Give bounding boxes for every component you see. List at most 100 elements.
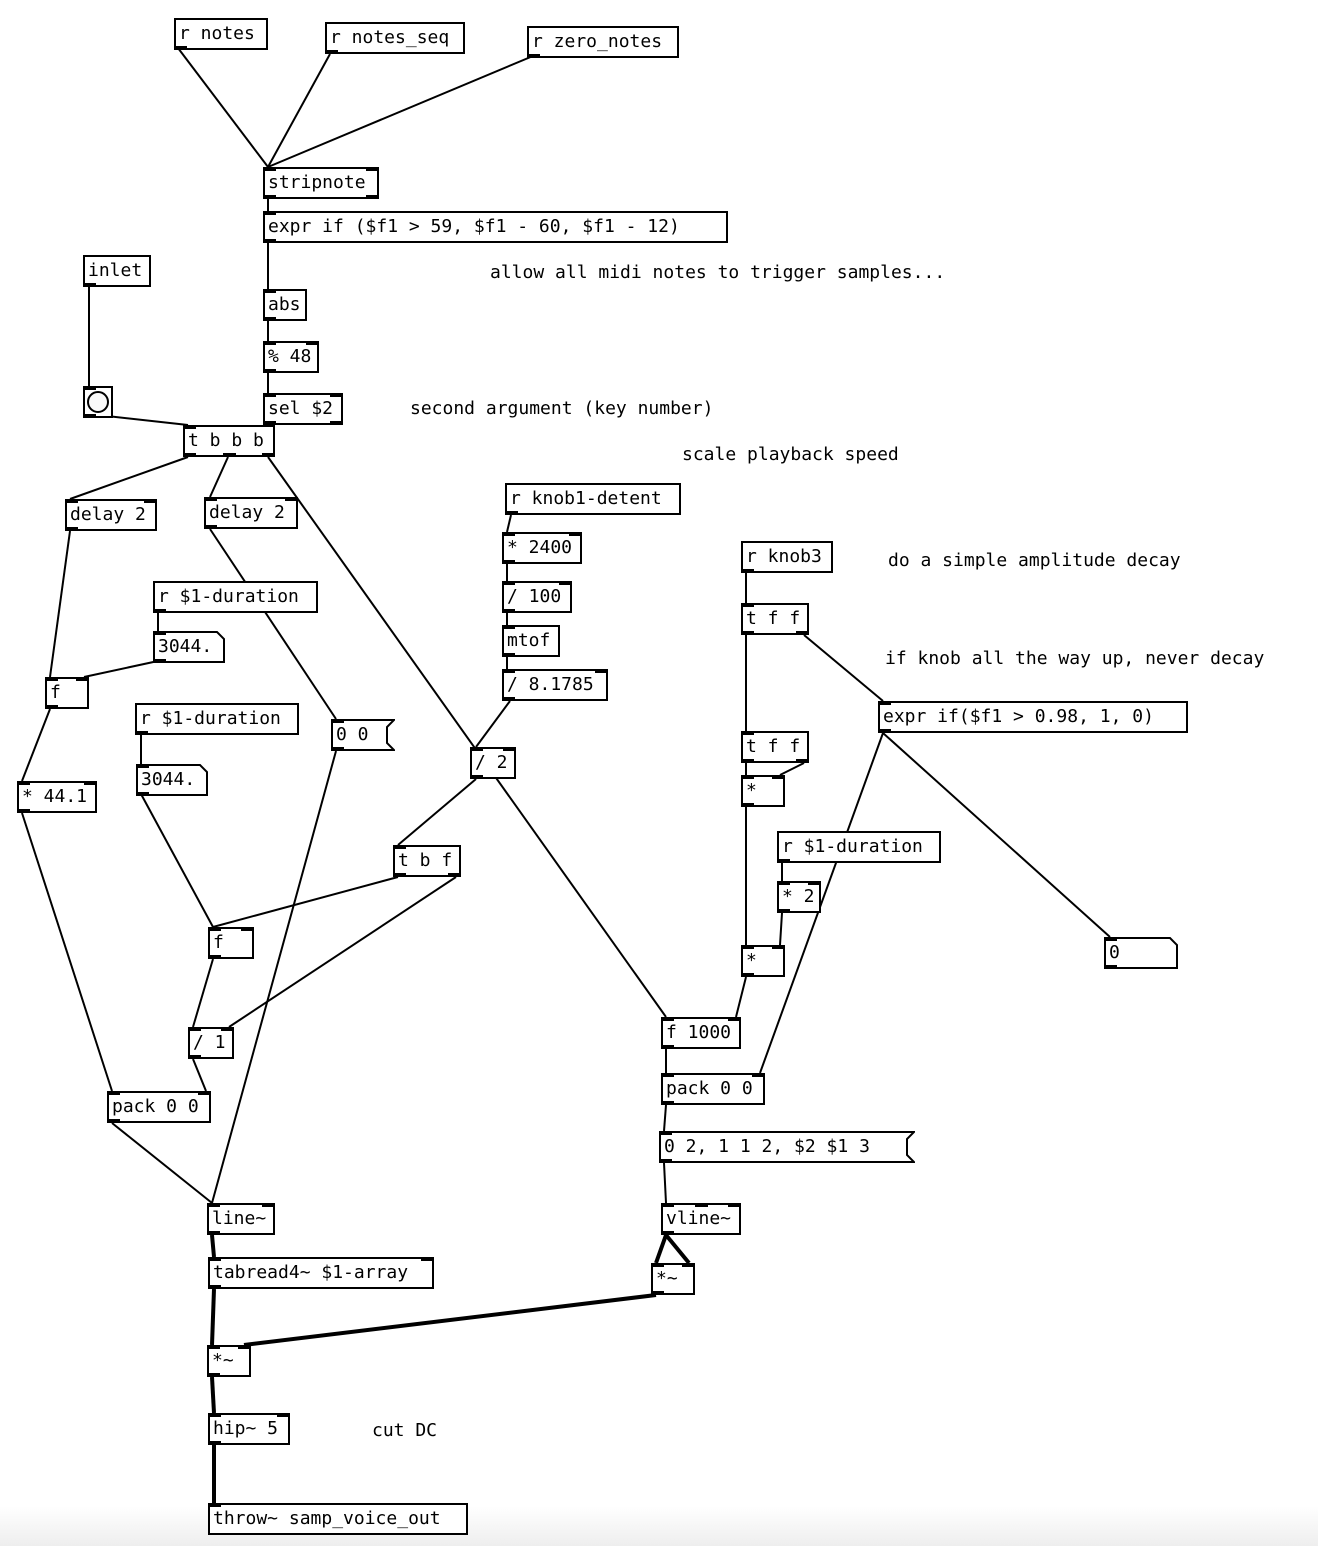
outlet-port[interactable] bbox=[207, 1231, 220, 1235]
outlet-port[interactable] bbox=[263, 369, 276, 373]
inlet-port[interactable] bbox=[569, 532, 582, 536]
mod-48-object[interactable]: % 48 bbox=[263, 341, 319, 373]
inlet-port[interactable] bbox=[421, 1257, 434, 1261]
inlet-port[interactable] bbox=[661, 1017, 674, 1021]
trigger-ff-2-object[interactable]: t f f bbox=[741, 731, 809, 763]
r-knob3-object[interactable]: r knob3 bbox=[741, 541, 833, 573]
control-cord[interactable] bbox=[759, 732, 884, 1074]
control-cord[interactable] bbox=[49, 530, 71, 678]
inlet-port[interactable] bbox=[198, 1091, 211, 1095]
signal-cord[interactable] bbox=[210, 1234, 216, 1258]
inlet-port[interactable] bbox=[752, 1073, 765, 1077]
inlet-port[interactable] bbox=[661, 1203, 674, 1207]
inlet-port[interactable] bbox=[183, 425, 196, 429]
outlet-port[interactable] bbox=[741, 973, 754, 977]
outlet-port[interactable] bbox=[204, 525, 217, 529]
outlet-port[interactable] bbox=[135, 731, 148, 735]
inlet-port[interactable] bbox=[330, 393, 343, 397]
outlet-port[interactable] bbox=[777, 859, 790, 863]
control-cord[interactable] bbox=[267, 55, 534, 168]
control-cord[interactable] bbox=[779, 762, 805, 776]
vline-object[interactable]: vline~ bbox=[661, 1203, 741, 1235]
outlet-port[interactable] bbox=[502, 653, 515, 657]
inlet-port[interactable] bbox=[331, 719, 344, 723]
r-duration-2-object[interactable]: r $1-duration bbox=[135, 703, 299, 735]
control-cord[interactable] bbox=[177, 47, 269, 168]
outlet-port[interactable] bbox=[505, 511, 518, 515]
r-duration-1-object[interactable]: r $1-duration bbox=[153, 581, 318, 613]
inlet-port[interactable] bbox=[728, 1203, 741, 1207]
outlet-port[interactable] bbox=[527, 54, 540, 58]
mul-sig-left-object[interactable]: *~ bbox=[207, 1345, 251, 1377]
mul-2-object[interactable]: * 2 bbox=[777, 881, 821, 913]
outlet-port[interactable] bbox=[777, 909, 790, 913]
inlet-port[interactable] bbox=[277, 1413, 290, 1417]
control-cord[interactable] bbox=[83, 660, 159, 678]
inlet-port[interactable] bbox=[45, 677, 58, 681]
inlet-port[interactable] bbox=[595, 669, 608, 673]
outlet-port[interactable] bbox=[208, 1441, 221, 1445]
inlet-port[interactable] bbox=[241, 927, 254, 931]
outlet-port[interactable] bbox=[207, 1373, 220, 1377]
pack-right-object[interactable]: pack 0 0 bbox=[661, 1073, 765, 1105]
outlet-port[interactable] bbox=[502, 609, 515, 613]
signal-cord[interactable] bbox=[243, 1293, 657, 1347]
inlet-port[interactable] bbox=[262, 1203, 275, 1207]
inlet-port[interactable] bbox=[502, 669, 515, 673]
control-cord[interactable] bbox=[209, 528, 337, 720]
inlet-port[interactable] bbox=[741, 775, 754, 779]
outlet-port[interactable] bbox=[263, 239, 276, 243]
outlet-port[interactable] bbox=[741, 803, 754, 807]
outlet-port[interactable] bbox=[188, 1055, 201, 1059]
control-cord[interactable] bbox=[663, 1162, 667, 1204]
control-cord[interactable] bbox=[192, 1058, 207, 1092]
inlet-object[interactable]: inlet bbox=[83, 255, 151, 287]
signal-cord[interactable] bbox=[210, 1288, 216, 1346]
control-cord[interactable] bbox=[140, 793, 214, 928]
inlet-port[interactable] bbox=[263, 393, 276, 397]
sel-object[interactable]: sel $2 bbox=[263, 393, 343, 425]
inlet-port[interactable] bbox=[470, 747, 483, 751]
inlet-port[interactable] bbox=[502, 581, 515, 585]
inlet-port[interactable] bbox=[208, 1503, 221, 1507]
outlet-port[interactable] bbox=[183, 453, 196, 457]
inlet-port[interactable] bbox=[107, 1091, 120, 1095]
control-cord[interactable] bbox=[21, 812, 113, 1092]
outlet-port[interactable] bbox=[661, 1045, 674, 1049]
inlet-port[interactable] bbox=[144, 499, 157, 503]
div-1-object[interactable]: / 1 bbox=[188, 1027, 234, 1059]
control-cord[interactable] bbox=[192, 958, 214, 1028]
outlet-port[interactable] bbox=[83, 414, 96, 418]
inlet-port[interactable] bbox=[661, 1073, 674, 1077]
inlet-port[interactable] bbox=[1104, 937, 1117, 941]
inlet-port[interactable] bbox=[188, 1027, 201, 1031]
line-object[interactable]: line~ bbox=[207, 1203, 275, 1235]
control-cord[interactable] bbox=[212, 876, 399, 928]
outlet-port[interactable] bbox=[659, 1159, 672, 1163]
inlet-port[interactable] bbox=[366, 167, 379, 171]
inlet-port[interactable] bbox=[17, 781, 30, 785]
inlet-port[interactable] bbox=[694, 1203, 708, 1207]
outlet-port[interactable] bbox=[661, 1231, 674, 1235]
outlet-port[interactable] bbox=[661, 1101, 674, 1105]
outlet-port[interactable] bbox=[331, 747, 344, 751]
inlet-port[interactable] bbox=[393, 845, 406, 849]
outlet-port[interactable] bbox=[222, 453, 236, 457]
float-mid-object[interactable]: f bbox=[208, 927, 254, 959]
outlet-port[interactable] bbox=[502, 560, 515, 564]
outlet-port[interactable] bbox=[263, 317, 276, 321]
inlet-port[interactable] bbox=[208, 927, 221, 931]
outlet-port[interactable] bbox=[366, 195, 379, 199]
number-dur-1-number-box[interactable]: 3044. bbox=[153, 631, 225, 663]
control-cord[interactable] bbox=[397, 778, 477, 846]
delay-left-object[interactable]: delay 2 bbox=[65, 499, 157, 531]
inlet-port[interactable] bbox=[777, 881, 790, 885]
inlet-port[interactable] bbox=[878, 701, 891, 705]
mtof-object[interactable]: mtof bbox=[502, 625, 560, 657]
div-8-object[interactable]: / 8.1785 bbox=[502, 669, 608, 701]
outlet-port[interactable] bbox=[83, 283, 96, 287]
inlet-port[interactable] bbox=[263, 289, 276, 293]
outlet-port[interactable] bbox=[262, 453, 275, 457]
inlet-port[interactable] bbox=[208, 1413, 221, 1417]
msg-envelope-message[interactable]: 0 2, 1 1 2, $2 $1 3 bbox=[659, 1131, 915, 1163]
